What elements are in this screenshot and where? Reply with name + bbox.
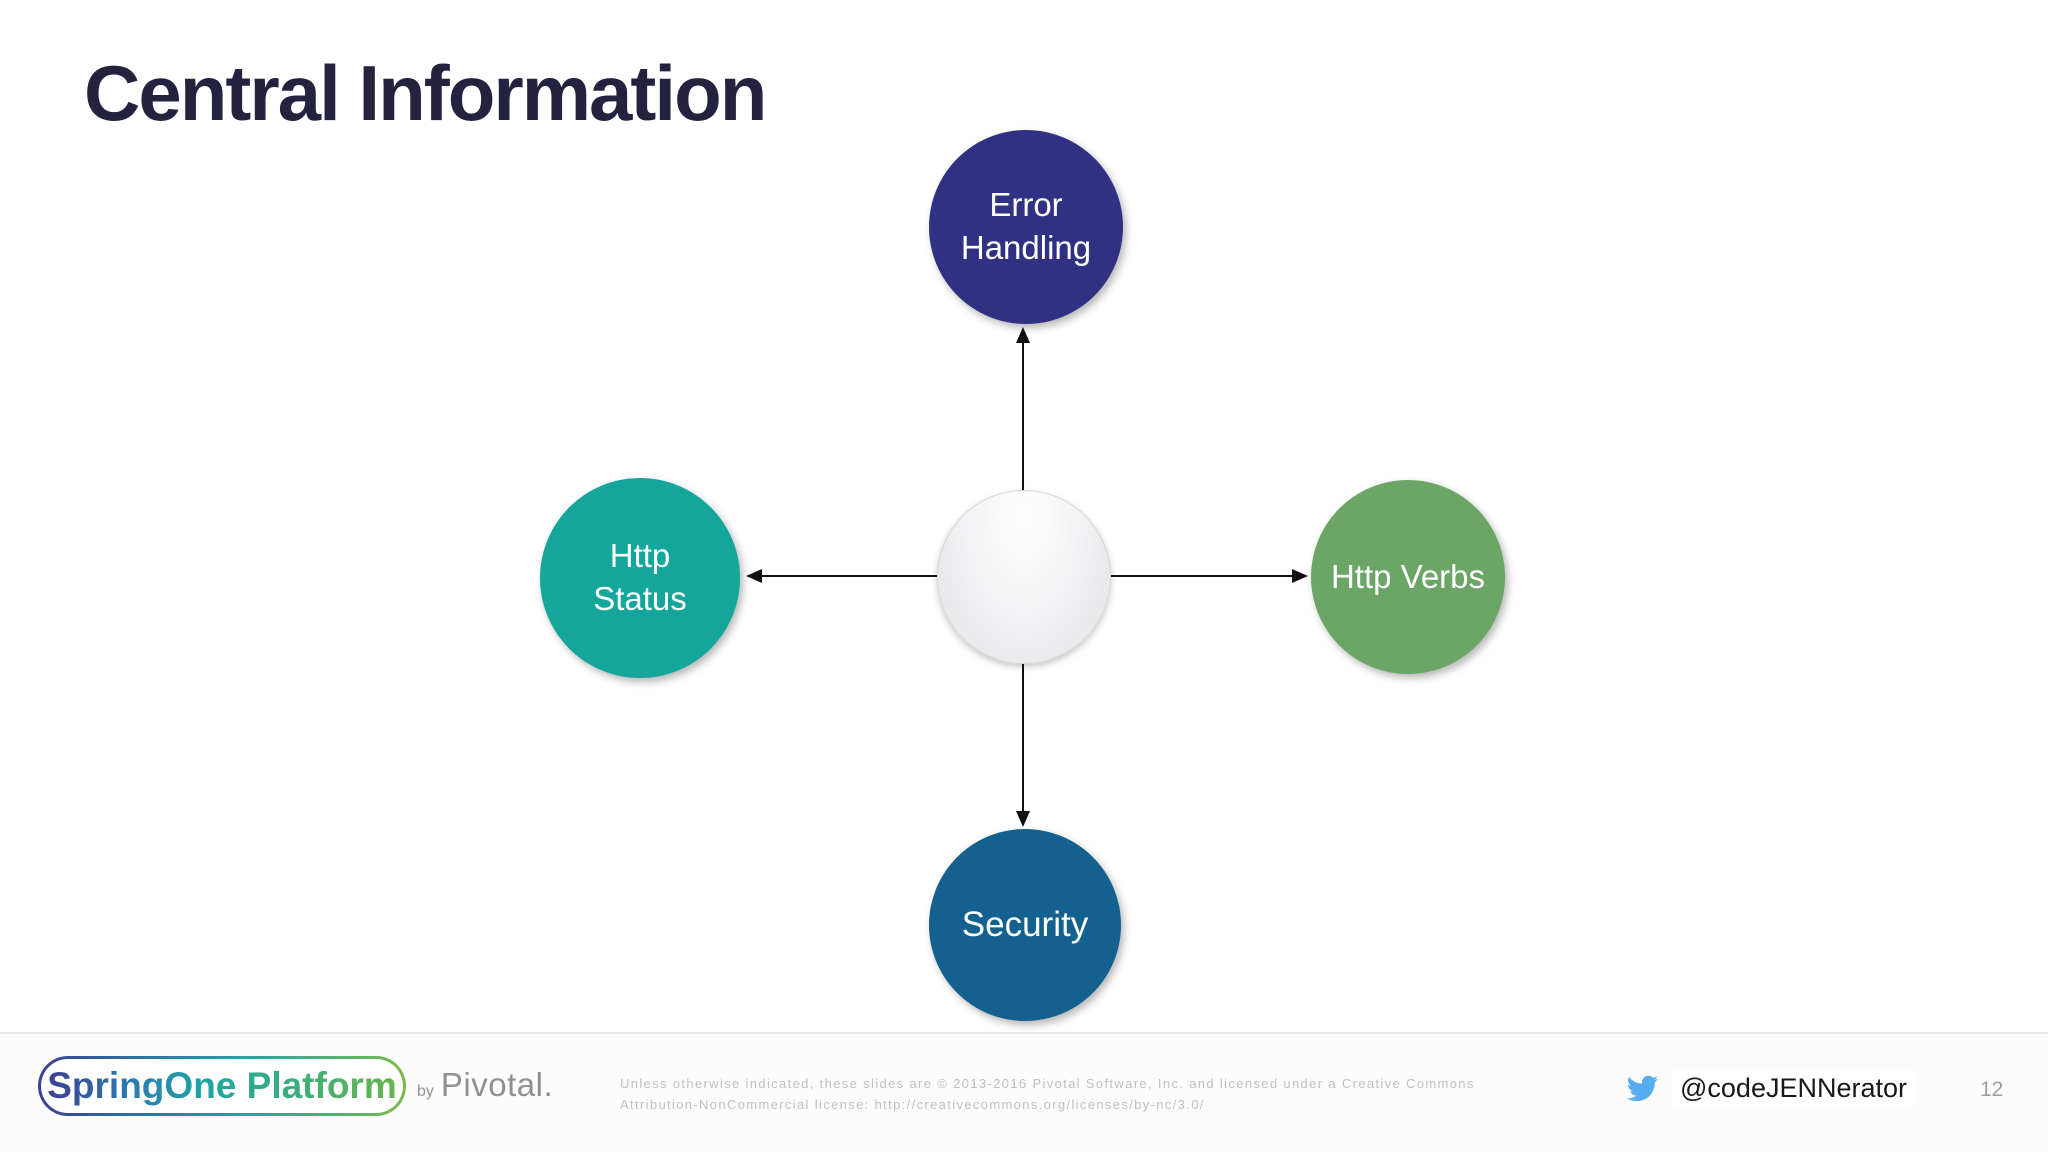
twitter-attribution: @codeJENNerator xyxy=(1622,1070,1915,1107)
pivotal-brand-text: Pivotal. xyxy=(440,1066,554,1103)
license-line-1: Unless otherwise indicated, these slides… xyxy=(620,1076,1475,1091)
pivotal-wordmark: by Pivotal. xyxy=(417,1066,553,1104)
slide-number: 12 xyxy=(1980,1078,2004,1101)
twitter-icon xyxy=(1626,1075,1659,1102)
footer-divider xyxy=(0,1032,2048,1034)
node-security: Security xyxy=(929,829,1121,1021)
node-label-line: Security xyxy=(961,905,1089,945)
license-line-2: Attribution-NonCommercial license: http:… xyxy=(620,1097,1205,1112)
page-title: Central Information xyxy=(84,49,767,137)
springone-platform-logo: SpringOne Platform xyxy=(38,1056,406,1116)
license-text: Unless otherwise indicated, these slides… xyxy=(620,1073,1475,1115)
node-label-line: Handling xyxy=(960,229,1092,266)
node-label-line: Http Verbs xyxy=(1330,557,1486,595)
center-hub-node xyxy=(937,490,1111,664)
node-label-line: Status xyxy=(593,580,687,617)
node-label-line: Http xyxy=(609,537,671,575)
node-http-status: Http Status xyxy=(540,478,740,678)
node-error-handling: Error Handling xyxy=(929,130,1123,324)
twitter-handle: @codeJENNerator xyxy=(1672,1070,1915,1107)
springone-platform-logo-text: SpringOne Platform xyxy=(47,1065,397,1106)
node-http-verbs: Http Verbs xyxy=(1311,480,1505,674)
springone-platform-logo-inner: SpringOne Platform xyxy=(41,1059,403,1113)
node-label-line: Error xyxy=(989,186,1063,224)
by-label: by xyxy=(417,1083,434,1100)
